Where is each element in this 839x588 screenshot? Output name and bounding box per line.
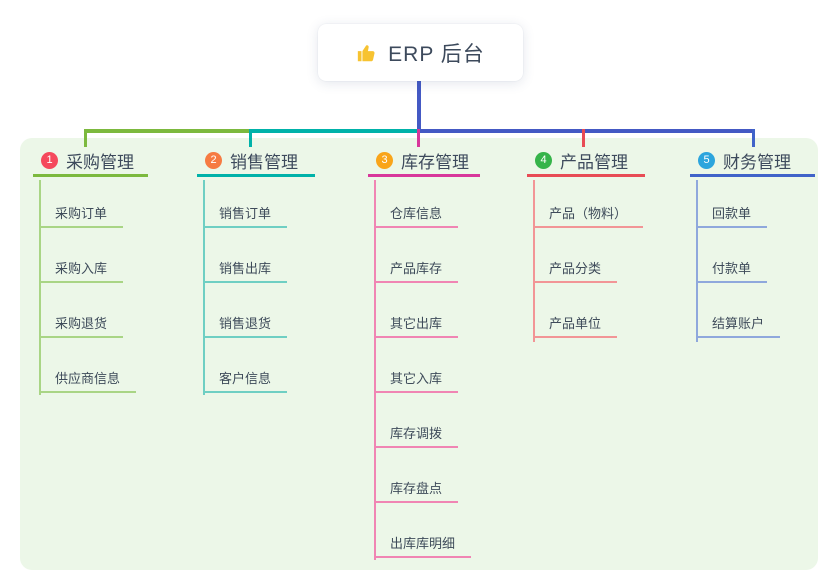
node-label: 仓库信息 (390, 206, 443, 221)
branch-number-badge: 2 (205, 152, 222, 169)
node-warehouse-info[interactable]: 仓库信息 (374, 203, 459, 228)
drop-connector-inventory (417, 129, 420, 152)
node-settlement-account[interactable]: 结算账户 (696, 313, 781, 338)
node-sales-return[interactable]: 销售退货 (203, 313, 288, 338)
node-label: 其它入库 (390, 371, 443, 386)
node-sales-order[interactable]: 销售订单 (203, 203, 288, 228)
branch-spine (696, 180, 698, 342)
node-customer-info[interactable]: 客户信息 (203, 368, 288, 393)
drop-connector-sales (249, 129, 252, 152)
node-label: 结算账户 (712, 316, 765, 331)
node-label: 回款单 (712, 206, 752, 221)
drop-connector-product (582, 129, 585, 152)
node-label: 销售出库 (219, 261, 272, 276)
branch-spine (39, 180, 41, 395)
node-purchase-inbound[interactable]: 采购入库 (39, 258, 124, 283)
branch-inventory-header[interactable]: 3 库存管理 (368, 147, 480, 177)
rail-segment-blue (417, 129, 755, 133)
branches-panel (20, 138, 818, 570)
node-product-unit[interactable]: 产品单位 (533, 313, 618, 338)
node-label: 销售订单 (219, 206, 272, 221)
node-label: 采购订单 (55, 206, 108, 221)
node-product-stock[interactable]: 产品库存 (374, 258, 459, 283)
branch-finance-header[interactable]: 5 财务管理 (690, 147, 815, 177)
branch-title: 产品管理 (560, 153, 628, 172)
node-label: 产品库存 (390, 261, 443, 276)
node-label: 产品分类 (549, 261, 602, 276)
node-label: 库存盘点 (390, 481, 443, 496)
node-stock-transfer[interactable]: 库存调拨 (374, 423, 459, 448)
branch-title: 财务管理 (723, 153, 791, 172)
node-label: 销售退货 (219, 316, 272, 331)
node-label: 付款单 (712, 261, 752, 276)
node-stock-taking[interactable]: 库存盘点 (374, 478, 459, 503)
node-product-category[interactable]: 产品分类 (533, 258, 618, 283)
rail-segment-teal (250, 129, 420, 133)
node-purchase-order[interactable]: 采购订单 (39, 203, 124, 228)
node-supplier-info[interactable]: 供应商信息 (39, 368, 137, 393)
branch-title: 采购管理 (66, 153, 134, 172)
branch-procurement-header[interactable]: 1 采购管理 (33, 147, 148, 177)
node-label: 其它出库 (390, 316, 443, 331)
node-receipt-bill[interactable]: 回款单 (696, 203, 768, 228)
root-stem-connector (417, 81, 421, 131)
node-label: 产品（物料） (549, 206, 628, 221)
node-label: 采购入库 (55, 261, 108, 276)
node-purchase-return[interactable]: 采购退货 (39, 313, 124, 338)
node-label: 产品单位 (549, 316, 602, 331)
branch-spine (533, 180, 535, 342)
branch-number-badge: 4 (535, 152, 552, 169)
branch-title: 库存管理 (401, 153, 469, 172)
node-label: 库存调拨 (390, 426, 443, 441)
branch-sales-header[interactable]: 2 销售管理 (197, 147, 315, 177)
root-node[interactable]: ERP 后台 (318, 24, 523, 81)
node-sales-outbound[interactable]: 销售出库 (203, 258, 288, 283)
node-label: 采购退货 (55, 316, 108, 331)
root-title: ERP 后台 (388, 42, 485, 66)
branch-number-badge: 5 (698, 152, 715, 169)
branch-spine (374, 180, 376, 560)
branch-number-badge: 3 (376, 152, 393, 169)
branch-title: 销售管理 (230, 153, 298, 172)
node-other-outbound[interactable]: 其它出库 (374, 313, 459, 338)
node-label: 客户信息 (219, 371, 272, 386)
node-label: 供应商信息 (55, 371, 121, 386)
node-product-material[interactable]: 产品（物料） (533, 203, 644, 228)
thumbs-up-icon (358, 44, 375, 61)
branch-number-badge: 1 (41, 152, 58, 169)
node-other-inbound[interactable]: 其它入库 (374, 368, 459, 393)
node-label: 出库库明细 (390, 536, 456, 551)
branch-spine (203, 180, 205, 395)
node-outbound-detail[interactable]: 出库库明细 (374, 533, 472, 558)
drop-connector-procurement (84, 129, 87, 152)
branch-product-header[interactable]: 4 产品管理 (527, 147, 645, 177)
rail-segment-green (84, 129, 252, 133)
drop-connector-finance (752, 129, 755, 152)
node-payment-bill[interactable]: 付款单 (696, 258, 768, 283)
